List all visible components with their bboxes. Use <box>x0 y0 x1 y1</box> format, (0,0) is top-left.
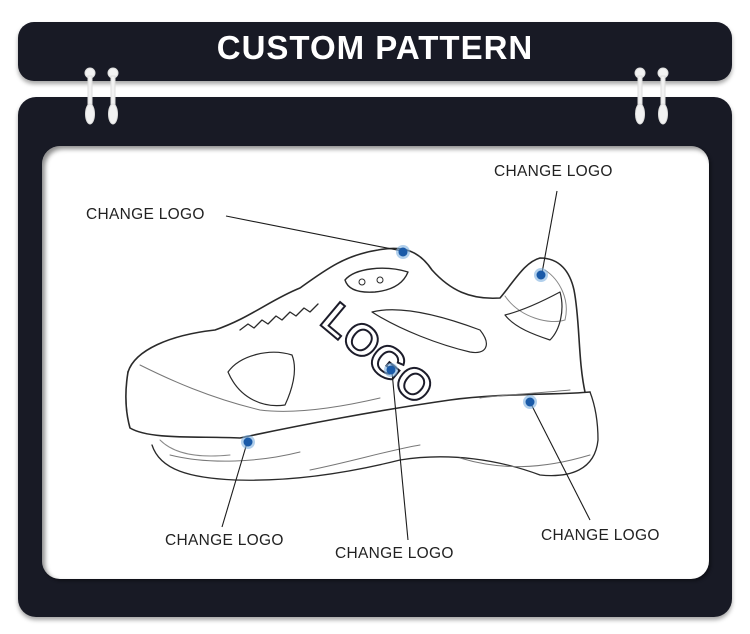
change-logo-tongue[interactable]: CHANGE LOGO <box>86 206 205 223</box>
change-logo-toe-midsole[interactable]: CHANGE LOGO <box>165 532 284 549</box>
change-logo-heel-midsole[interactable]: CHANGE LOGO <box>541 527 660 544</box>
hotspot-toe-midsole[interactable] <box>241 435 255 449</box>
hotspot-side-panel[interactable] <box>384 363 398 377</box>
hotspot-heel-midsole[interactable] <box>523 395 537 409</box>
title-bar <box>18 22 732 81</box>
change-logo-heel-collar[interactable]: CHANGE LOGO <box>494 163 613 180</box>
hotspot-tongue[interactable] <box>396 245 410 259</box>
page-title: CUSTOM PATTERN <box>216 29 534 66</box>
hotspot-heel-collar[interactable] <box>534 268 548 282</box>
change-logo-side-panel[interactable]: CHANGE LOGO <box>335 545 454 562</box>
